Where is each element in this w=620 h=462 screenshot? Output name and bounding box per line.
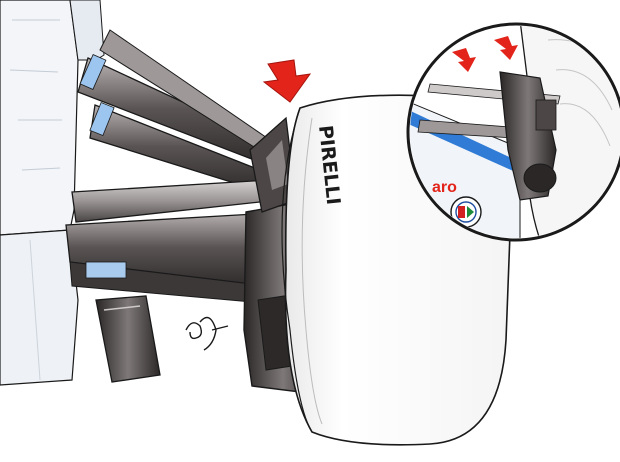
inset-sponsor-text: aro <box>432 179 457 196</box>
down-arrow-icon <box>494 36 518 60</box>
down-arrow-icon <box>262 59 312 103</box>
lower-wishbone <box>65 211 301 307</box>
artist-signature: GP <box>185 316 229 351</box>
alfa-romeo-badge-icon <box>450 196 482 228</box>
down-arrow-icon <box>452 48 476 72</box>
brake-duct-lower <box>95 295 161 383</box>
inset-detail: aro <box>406 22 620 242</box>
